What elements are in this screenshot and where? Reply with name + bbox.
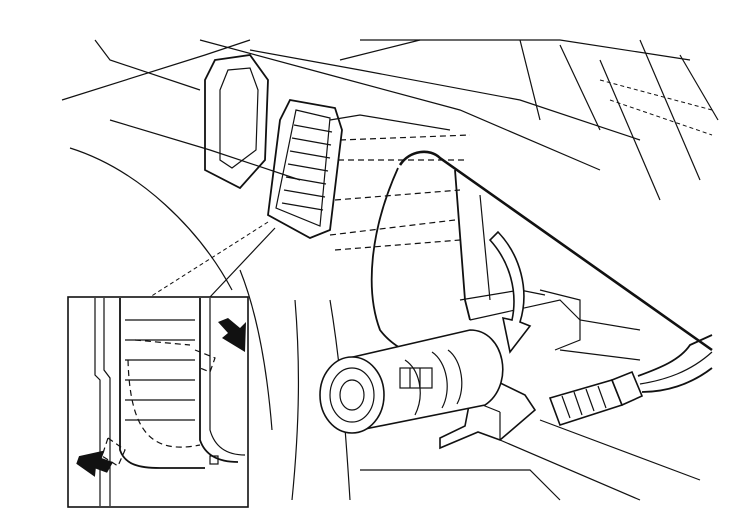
leader-lines bbox=[149, 221, 276, 298]
release-arrow-upper bbox=[218, 318, 246, 352]
release-arrow-lower bbox=[76, 450, 114, 477]
air-vent bbox=[267, 98, 343, 239]
wire-harness bbox=[637, 334, 713, 393]
cylindrical-component bbox=[319, 329, 504, 434]
electrical-connector bbox=[548, 370, 644, 426]
hidden-lines bbox=[329, 134, 471, 251]
rotation-arrow bbox=[488, 230, 532, 354]
dashboard-panel bbox=[61, 39, 719, 501]
lower-dash-opening bbox=[370, 150, 713, 366]
detail-inset bbox=[67, 296, 249, 508]
recessed-panel bbox=[204, 54, 269, 190]
